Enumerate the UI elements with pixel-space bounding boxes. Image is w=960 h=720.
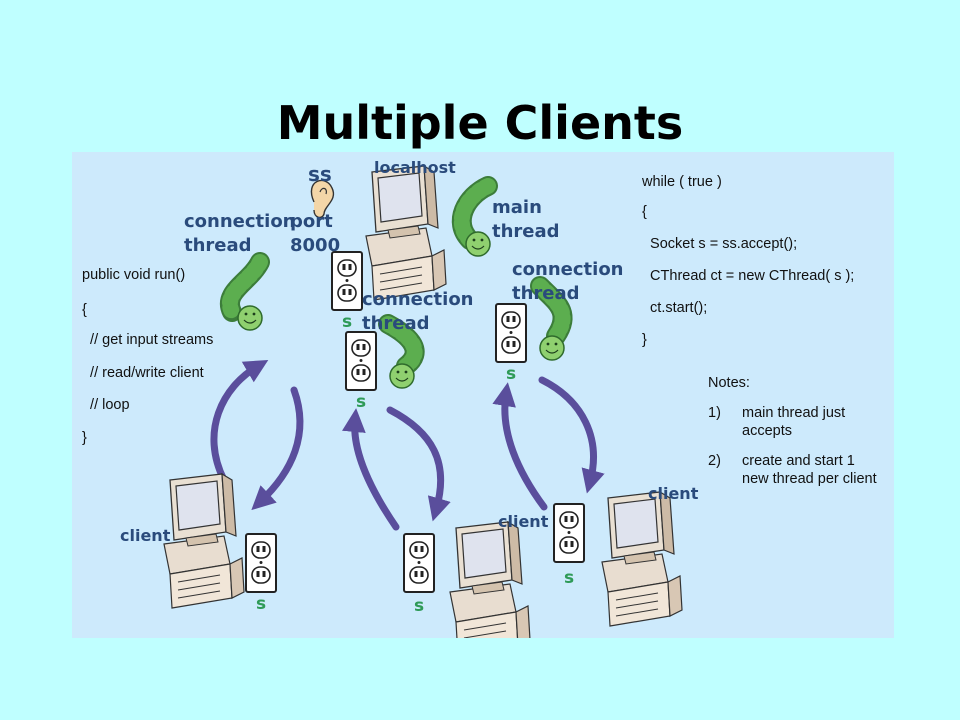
localhost-computer-icon: [365, 165, 447, 301]
worm-thread-icon: [220, 252, 270, 331]
socket-label: s: [564, 568, 575, 588]
localhost-label: localhost: [374, 158, 456, 177]
client-computer-icon: [449, 521, 531, 638]
socket-outlet-icon: [495, 303, 527, 363]
arrow-client1-down: [251, 386, 304, 511]
client-label: client: [498, 512, 549, 531]
code-line: Socket s = ss.accept();: [642, 236, 798, 252]
arrow-client1-up: [210, 359, 269, 484]
diagram-panel: ss localhost port 8000 main thread conne…: [72, 152, 894, 638]
socket-label: s: [256, 594, 267, 614]
worm-thread-icon: [451, 176, 498, 257]
code-line: ct.start();: [642, 300, 708, 316]
note-text: main thread just accepts: [742, 405, 846, 439]
client-computer-icon: [163, 473, 245, 609]
arrow-client3-down: [538, 376, 605, 494]
client-label: client: [648, 484, 699, 503]
code-line: while ( true ): [642, 174, 722, 190]
socket-outlet-icon: [331, 251, 363, 311]
socket-outlet-icon: [245, 533, 277, 593]
code-line: {: [82, 302, 87, 318]
socket-outlet-icon: [553, 503, 585, 563]
slide-title: Multiple Clients: [276, 96, 684, 150]
client-computer-icon: [601, 491, 683, 627]
main-thread-label: main thread: [492, 197, 560, 242]
note-number: 2): [708, 453, 721, 469]
connection-thread-label: connection thread: [362, 289, 474, 334]
worm-thread-icon: [378, 314, 425, 389]
connection-thread-label: connection thread: [512, 259, 624, 304]
socket-outlet-icon: [345, 331, 377, 391]
code-line: }: [642, 332, 647, 348]
code-line: // get input streams: [82, 332, 214, 348]
client-label: client: [120, 526, 171, 545]
port-label: port 8000: [290, 211, 341, 256]
code-line: public void run(): [82, 267, 186, 283]
code-line: // read/write client: [82, 365, 204, 381]
note-text: create and start 1 new thread per client: [742, 453, 877, 487]
code-line: {: [642, 204, 647, 220]
diagram-graphics: [163, 165, 683, 638]
arrow-client3-up: [492, 382, 548, 511]
ear-icon: [310, 179, 335, 219]
code-line: }: [82, 430, 87, 446]
note-number: 1): [708, 405, 721, 421]
code-line: // loop: [82, 397, 130, 413]
notes-heading: Notes:: [708, 375, 750, 391]
socket-outlet-icon: [403, 533, 435, 593]
socket-label: s: [414, 596, 425, 616]
code-line: CThread ct = new CThread( s );: [642, 268, 855, 284]
ss-label: ss: [308, 162, 332, 186]
arrow-client2-up: [342, 408, 400, 531]
connection-thread-label: connection thread: [184, 211, 296, 256]
socket-label: s: [342, 312, 353, 332]
arrow-client2-down: [386, 406, 451, 522]
worm-thread-icon: [530, 276, 573, 361]
socket-label: s: [506, 364, 517, 384]
socket-label: s: [356, 392, 367, 412]
